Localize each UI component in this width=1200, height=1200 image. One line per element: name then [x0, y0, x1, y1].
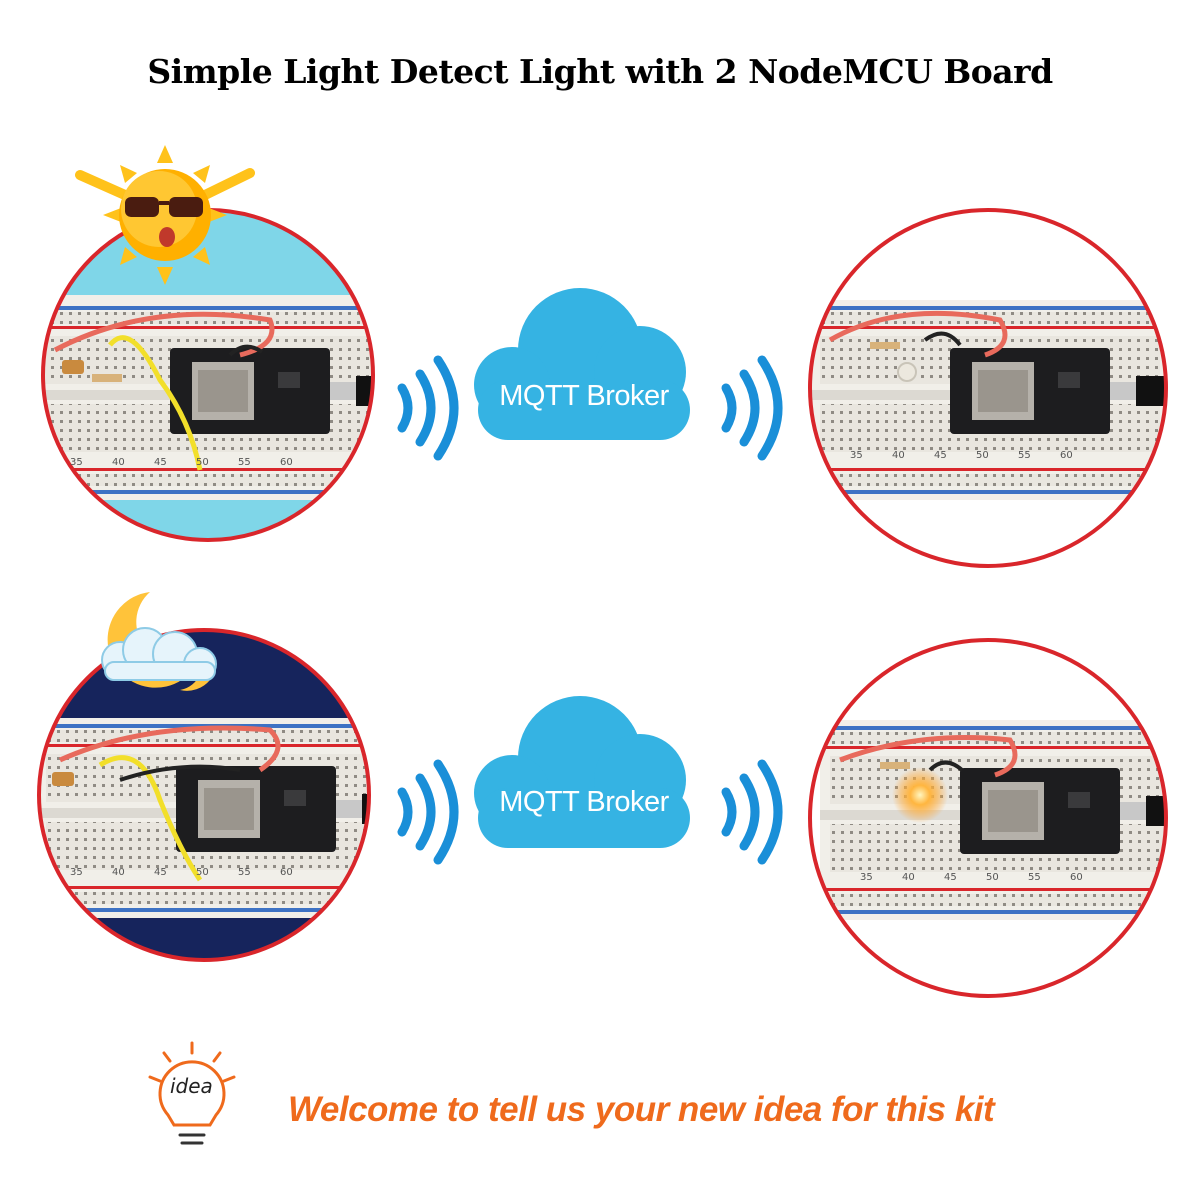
breadboard-number: 45: [154, 867, 167, 878]
breadboard-numbers: 35 40 45 50 55 60: [850, 450, 1073, 461]
receiver-on-circle: [808, 638, 1168, 998]
breadboard-number: 35: [70, 457, 83, 468]
wifi-signal-icon: [397, 355, 459, 461]
wifi-signal-icon: [721, 759, 783, 865]
breadboard-number: 45: [934, 450, 947, 461]
breadboard-number: 40: [112, 867, 125, 878]
breadboard-number: 40: [112, 457, 125, 468]
breadboard-number: 40: [902, 872, 915, 883]
breadboard-number: 55: [238, 867, 251, 878]
broker-label-bottom: MQTT Broker: [499, 786, 669, 818]
breadboard-number: 50: [976, 450, 989, 461]
wifi-signal-icon: [721, 355, 783, 461]
cloud-icon: [474, 288, 690, 440]
breadboard-number: 60: [1070, 872, 1083, 883]
breadboard-number: 50: [986, 872, 999, 883]
breadboard-numbers: 35 40 45 50 55 60: [860, 872, 1083, 883]
moon-cloud-icon: [101, 592, 217, 691]
breadboard-number: 55: [238, 457, 251, 468]
breadboard-number: 40: [892, 450, 905, 461]
day-sensor-circle: [41, 208, 375, 542]
page-title: Simple Light Detect Light with 2 NodeMCU…: [147, 52, 1053, 91]
idea-bulb-icon: idea: [148, 1041, 236, 1145]
breadboard-number: 45: [944, 872, 957, 883]
footer-message: Welcome to tell us your new idea for thi…: [288, 1090, 995, 1129]
breadboard-number: 60: [280, 867, 293, 878]
receiver-off-circle: [808, 208, 1168, 568]
sun-icon: [75, 145, 255, 285]
night-sensor-circle: [37, 628, 371, 962]
breadboard-number: 50: [196, 867, 209, 878]
breadboard-number: 45: [154, 457, 167, 468]
idea-word: idea: [170, 1074, 213, 1098]
breadboard-number: 35: [850, 450, 863, 461]
breadboard-number: 35: [860, 872, 873, 883]
breadboard-numbers: 35 40 45 50 55 60: [70, 867, 293, 878]
breadboard-number: 60: [280, 457, 293, 468]
cloud-icon: [474, 696, 690, 848]
breadboard-number: 55: [1018, 450, 1031, 461]
breadboard-number: 35: [70, 867, 83, 878]
wifi-signal-icon: [397, 759, 459, 865]
breadboard-number: 60: [1060, 450, 1073, 461]
breadboard-numbers: 35 40 45 50 55 60: [70, 457, 293, 468]
breadboard-number: 50: [196, 457, 209, 468]
broker-label-top: MQTT Broker: [499, 380, 669, 412]
breadboard-number: 55: [1028, 872, 1041, 883]
